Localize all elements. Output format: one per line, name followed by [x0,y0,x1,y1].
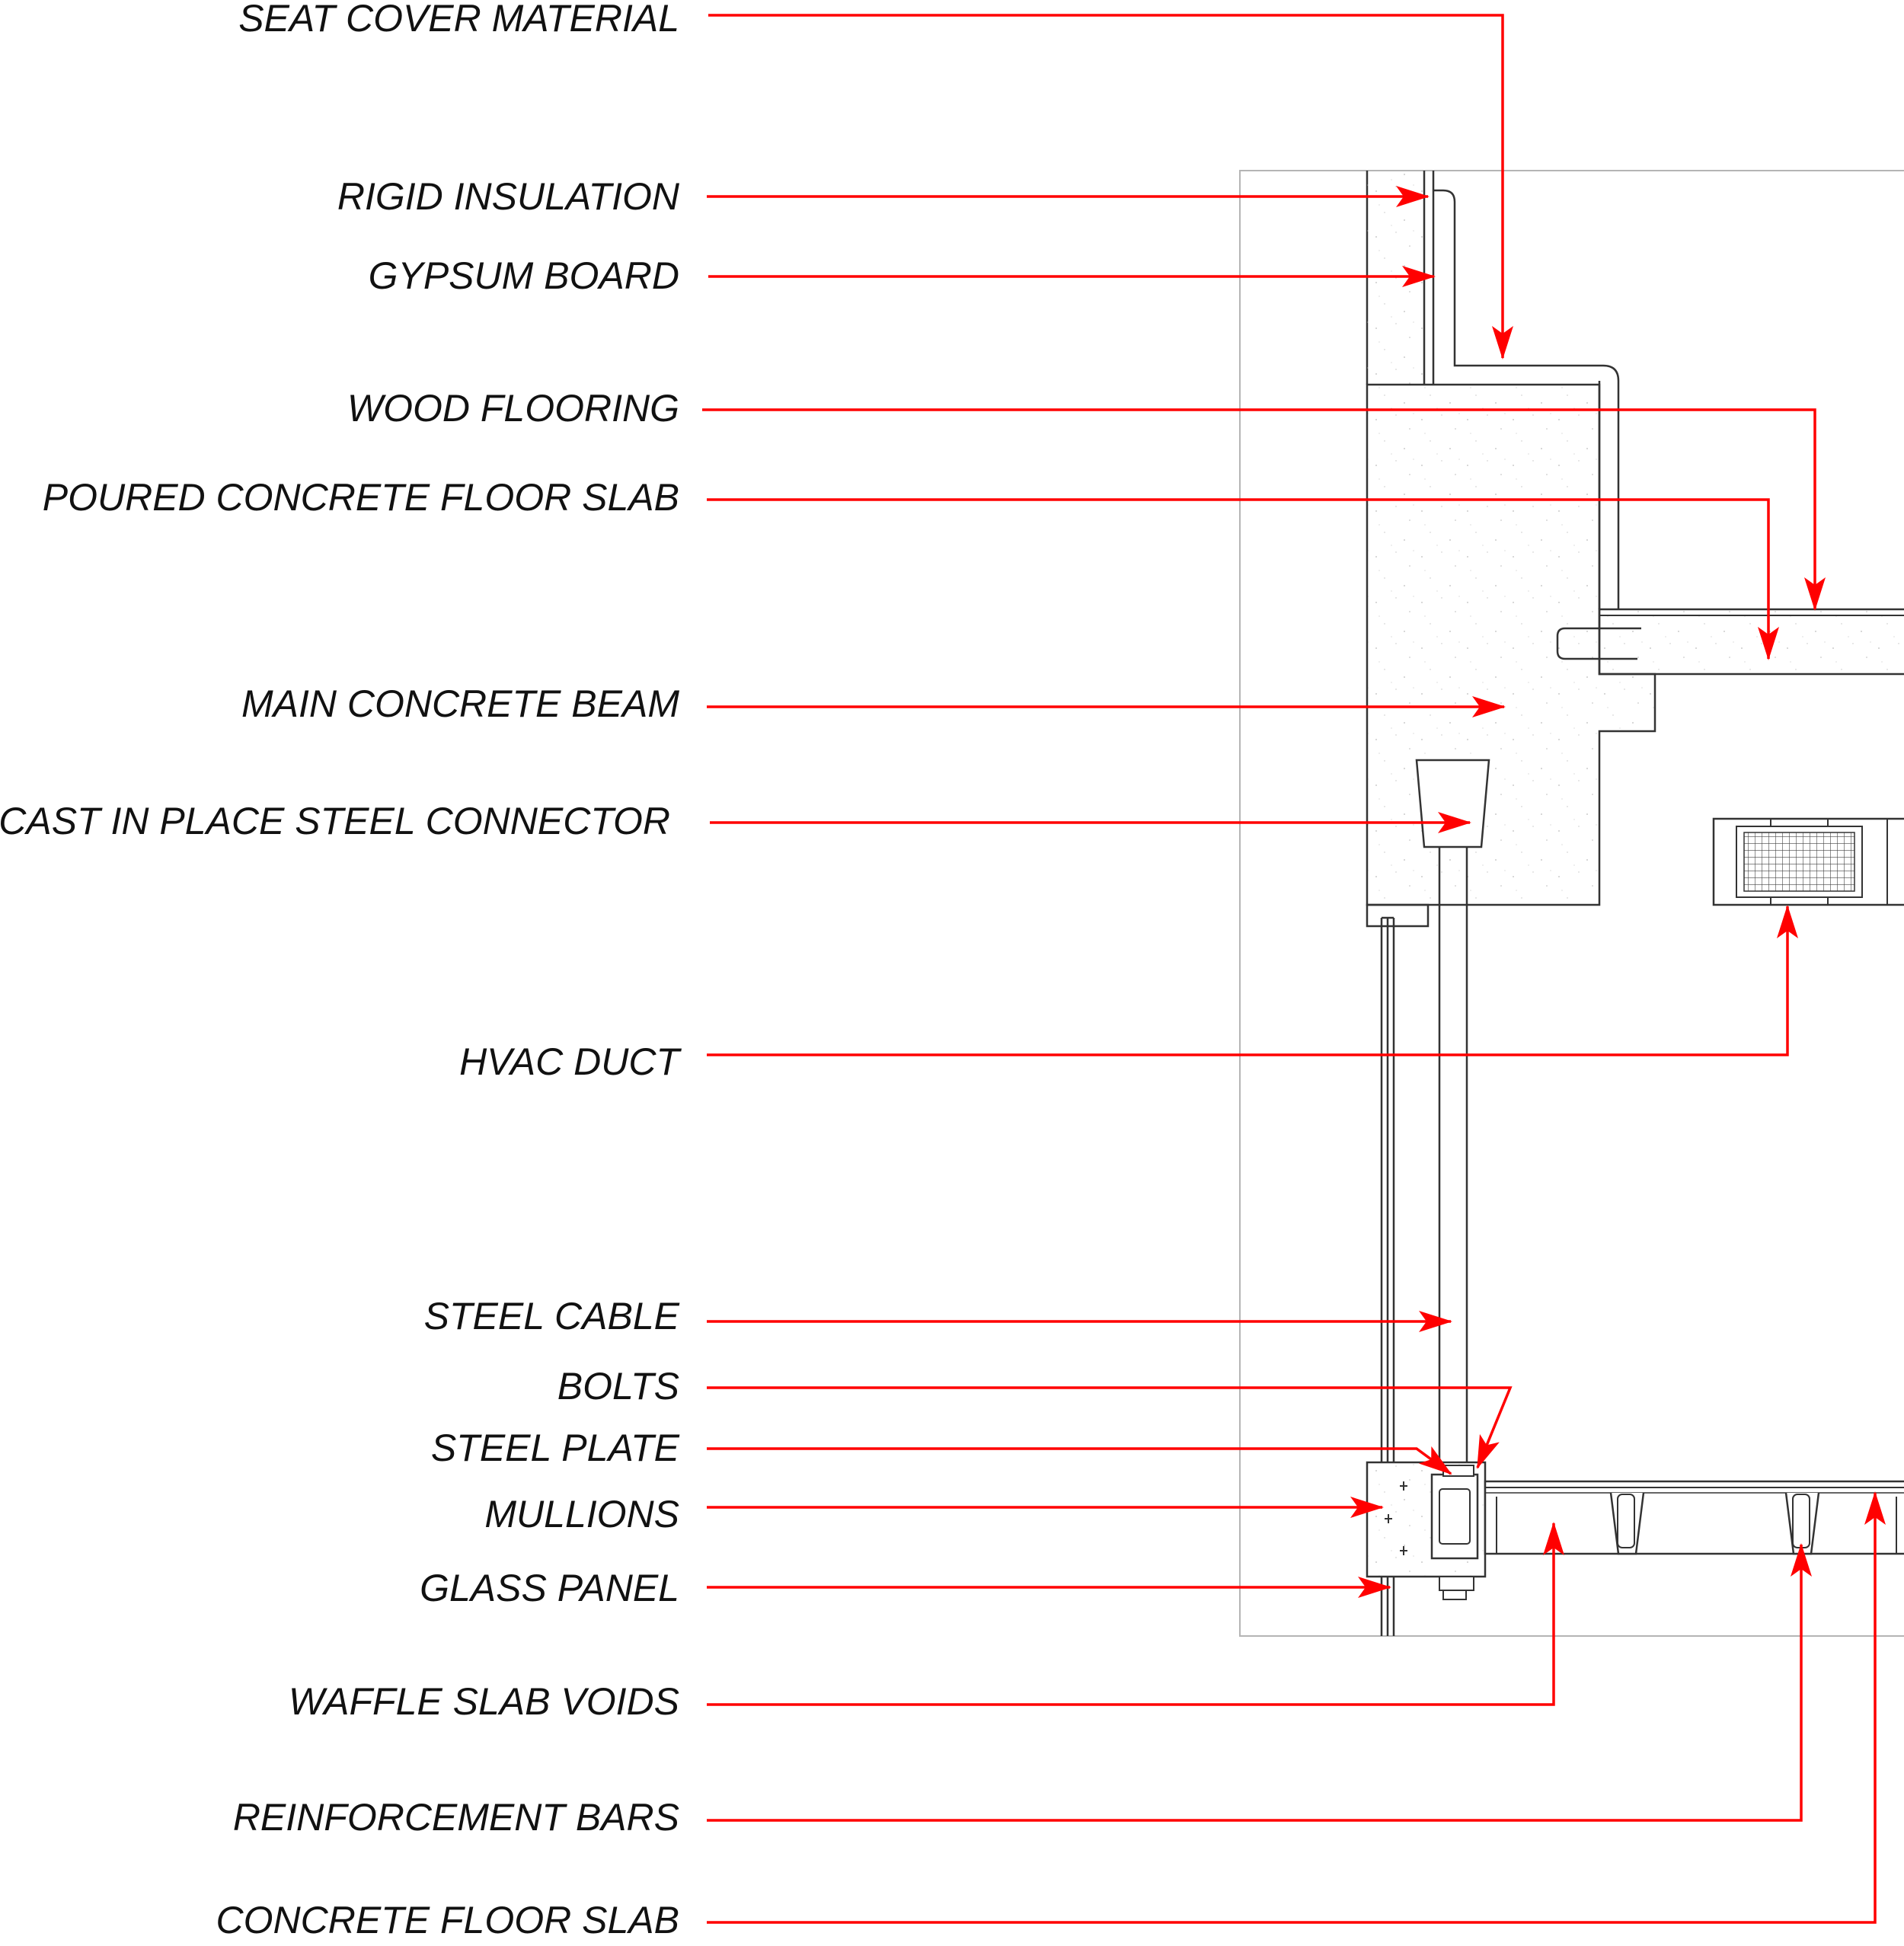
leader-concrete-floor-slab [707,1491,1886,1924]
label-rigid-insulation: RIGID INSULATION [337,175,679,218]
label-waffle-slab-voids: WAFFLE SLAB VOIDS [288,1680,679,1723]
label-steel-cable: STEEL CABLE [423,1295,679,1337]
label-gypsum-board: GYPSUM BOARD [368,254,679,297]
upper-floor-slab [1556,608,1904,676]
steel-cable [1438,847,1468,1462]
leader-poured-concrete-floor-slab [707,498,1779,660]
leader-wood-flooring [702,408,1826,611]
lower-floor-slab [1366,1461,1904,1600]
label-seat-cover-material: SEAT COVER MATERIAL [238,0,679,40]
detail-frame [1239,170,1904,1637]
label-wood-flooring: WOOD FLOORING [347,387,679,430]
label-steel-plate: STEEL PLATE [430,1427,679,1469]
label-poured-concrete-floor-slab: POURED CONCRETE FLOOR SLAB [42,476,679,519]
label-hvac-duct: HVAC DUCT [459,1040,679,1083]
label-glass-panel: GLASS PANEL [420,1567,679,1609]
leader-seat-cover-material [708,14,1513,359]
leader-reinforcement-bars [707,1543,1812,1822]
mullion-glass [1366,903,1430,1636]
leader-hvac-duct [707,905,1798,1056]
steel-connector [1415,759,1490,848]
label-reinforcement-bars: REINFORCEMENT BARS [232,1796,679,1839]
label-concrete-floor-slab: CONCRETE FLOOR SLAB [216,1899,679,1941]
label-mullions: MULLIONS [484,1493,679,1535]
leader-bolts [707,1386,1513,1469]
label-bolts: BOLTS [557,1365,679,1408]
leader-waffle-slab-voids [707,1522,1564,1706]
label-cast-in-place-steel-connector: CAST IN PLACE STEEL CONNECTOR [0,800,670,842]
leader-steel-plate [707,1446,1452,1475]
leader-lines [702,14,1886,1924]
label-main-concrete-beam: MAIN CONCRETE BEAM [241,682,679,725]
hvac-duct [1712,817,1904,906]
